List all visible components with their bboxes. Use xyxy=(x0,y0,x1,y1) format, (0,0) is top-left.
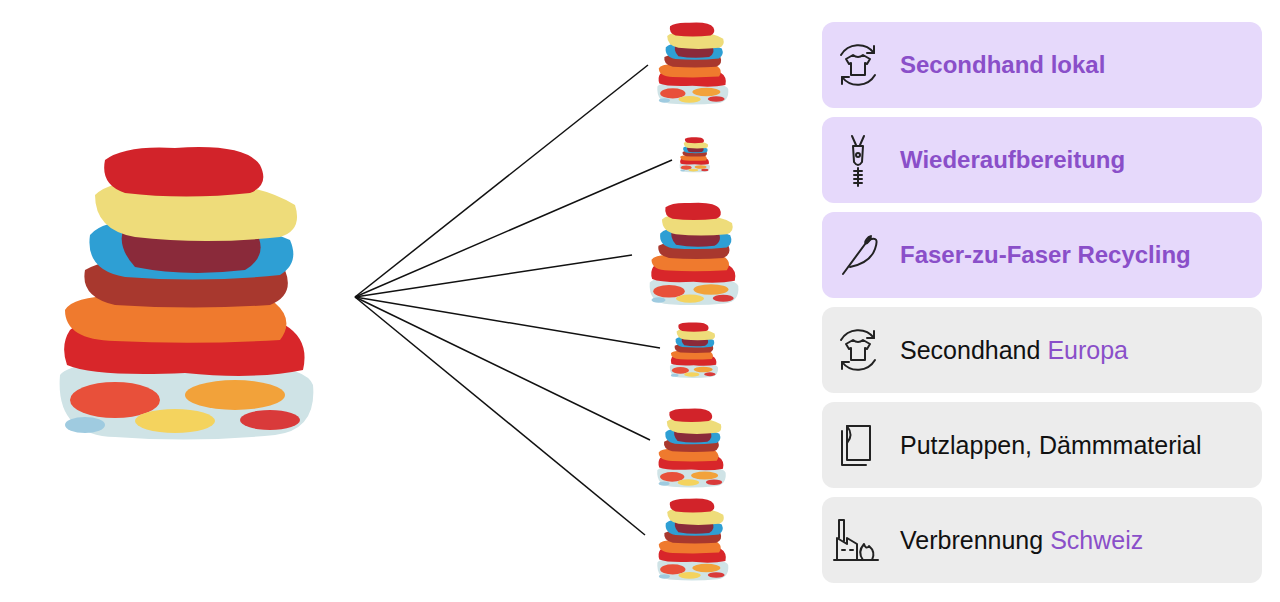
clothes-pile xyxy=(60,147,314,439)
box-label: Wiederaufbereitung xyxy=(900,146,1125,174)
box-label: Secondhand xyxy=(900,336,1040,365)
option-box: Putzlappen, Dämmmaterial xyxy=(822,402,1262,488)
option-box: SecondhandEuropa xyxy=(822,307,1262,393)
fan-lines xyxy=(355,65,672,535)
box-label: Secondhand lokal xyxy=(900,51,1105,79)
box-label: Putzlappen, Dämmmaterial xyxy=(900,431,1202,460)
option-box: VerbrennungSchweiz xyxy=(822,497,1262,583)
small-piles xyxy=(650,23,739,581)
highlight-box: Secondhand lokal xyxy=(822,22,1262,108)
box-label: Faser-zu-Faser Recycling xyxy=(900,241,1191,269)
box-label: Verbrennung xyxy=(900,526,1043,555)
box-label: Schweiz xyxy=(1050,526,1143,555)
highlight-box: Faser-zu-Faser Recycling xyxy=(822,212,1262,298)
highlight-box: Wiederaufbereitung xyxy=(822,117,1262,203)
box-label: Europa xyxy=(1047,336,1128,365)
